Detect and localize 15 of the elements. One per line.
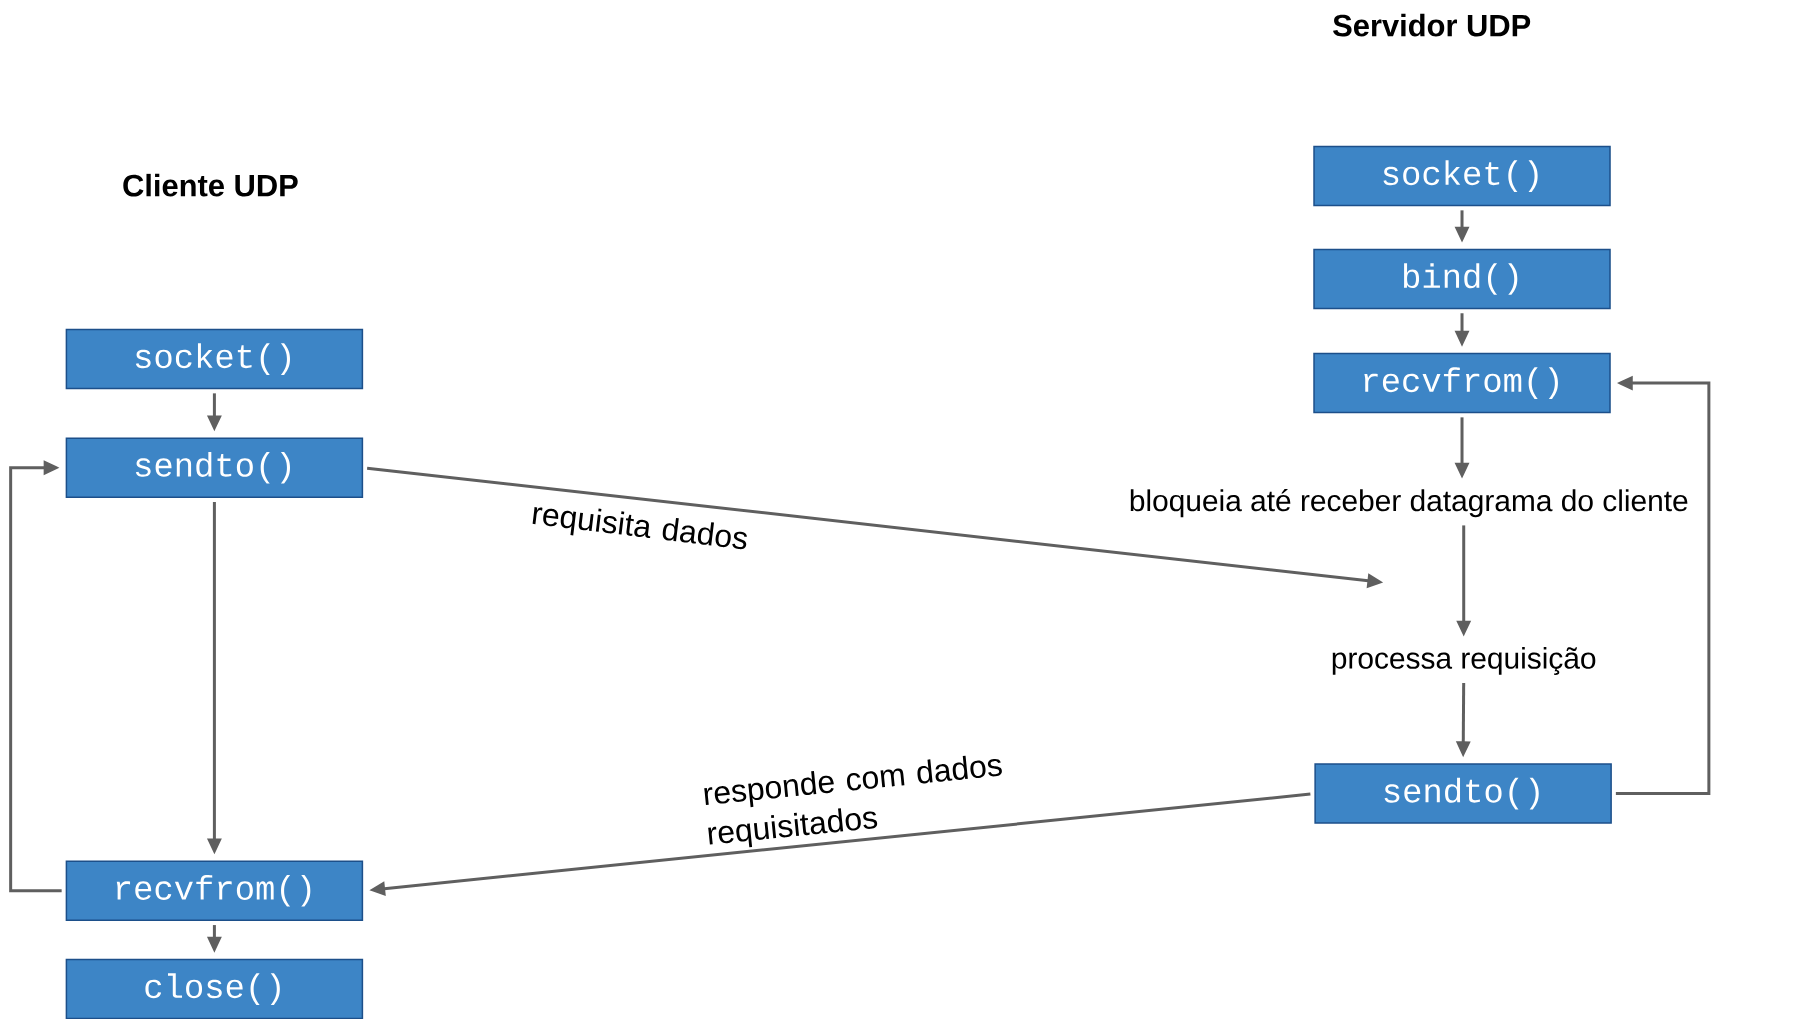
step-text: processa requisição <box>1332 646 1596 675</box>
heading: Cliente UDP <box>123 173 298 197</box>
step-text: bloqueia até receber datagrama do cliente <box>1130 489 1688 518</box>
function-box: bind() <box>1313 248 1611 310</box>
function-box: socket() <box>1313 145 1611 207</box>
function-box: sendto() <box>1314 763 1612 824</box>
function-box: sendto() <box>65 437 364 498</box>
function-box: recvfrom() <box>1313 352 1611 414</box>
arrow <box>9 460 62 893</box>
function-box: close() <box>65 958 364 1019</box>
function-box: socket() <box>65 328 364 390</box>
edge-label: requisita dados <box>532 507 747 550</box>
function-box: recvfrom() <box>65 860 364 922</box>
heading: Servidor UDP <box>1333 13 1531 37</box>
edge-label: responde com dados requisitados <box>704 755 1002 848</box>
